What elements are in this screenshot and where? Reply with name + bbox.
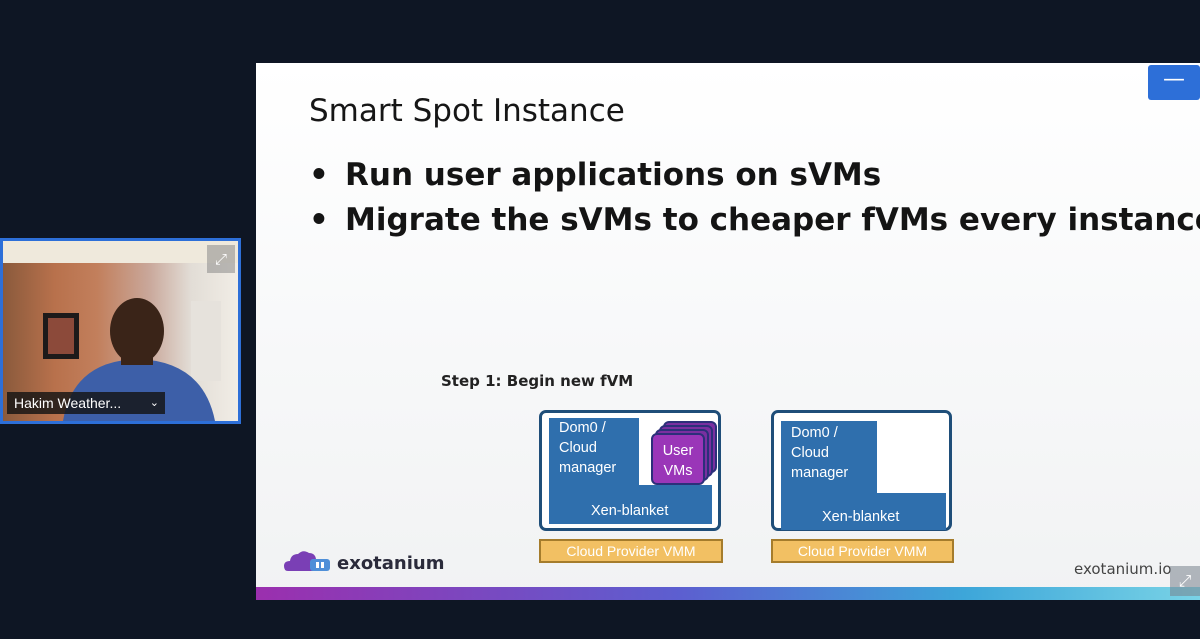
bullet-text: Migrate the sVMs to cheaper fVMs every i… [345,202,1200,238]
host-right: Dom0 / Cloud manager Xen-blanket [771,410,952,531]
expand-slide-button[interactable]: ⤢ [1170,566,1200,596]
xen-blanket-panel [549,485,712,524]
chevron-down-icon[interactable]: ⌄ [149,397,159,409]
expand-icon: ⤢ [1178,571,1192,590]
participant-video: Hakim Weather... ⌄ ⤢ [3,241,238,421]
minimize-icon: — [1163,67,1185,92]
expand-icon: ⤢ [214,250,227,268]
exotanium-logo-icon [284,547,332,573]
user-vms-label: User VMs [662,443,694,479]
step-label: Step 1: Begin new fVM [441,372,634,390]
minimize-button[interactable]: — [1148,65,1200,100]
dom0-label: Dom0 / Cloud manager [791,425,849,481]
cloud-provider-vmm-left: Cloud Provider VMM [539,539,723,563]
logo-text: exotanium [337,553,445,574]
shared-slide: Smart Spot Instance •Run user applicatio… [256,63,1200,600]
host-left: Dom0 / Cloud manager Xen-blanket User VM… [539,410,721,531]
user-vm-box: User VMs [651,433,705,485]
bullet-text: Run user applications on sVMs [345,157,882,193]
participant-video-tile[interactable]: Hakim Weather... ⌄ ⤢ [0,238,241,424]
slide-title: Smart Spot Instance [309,93,625,129]
participant-name-tag[interactable]: Hakim Weather... ⌄ [7,392,165,414]
xen-blanket-label: Xen-blanket [822,509,900,525]
participant-video-frame [3,241,238,421]
participant-name: Hakim Weather... [14,395,122,411]
website-text: exotanium.io [1074,560,1172,578]
bullet-item: •Run user applications on sVMs [309,157,882,193]
xen-blanket-panel [781,493,946,530]
xen-blanket-label: Xen-blanket [591,503,669,519]
video-expand-button[interactable]: ⤢ [207,245,235,273]
cloud-provider-vmm-right: Cloud Provider VMM [771,539,954,563]
bullet-item: •Migrate the sVMs to cheaper fVMs every … [309,202,1200,238]
slide-footer-gradient-bar [256,587,1200,600]
dom0-label: Dom0 / Cloud manager [559,420,617,476]
